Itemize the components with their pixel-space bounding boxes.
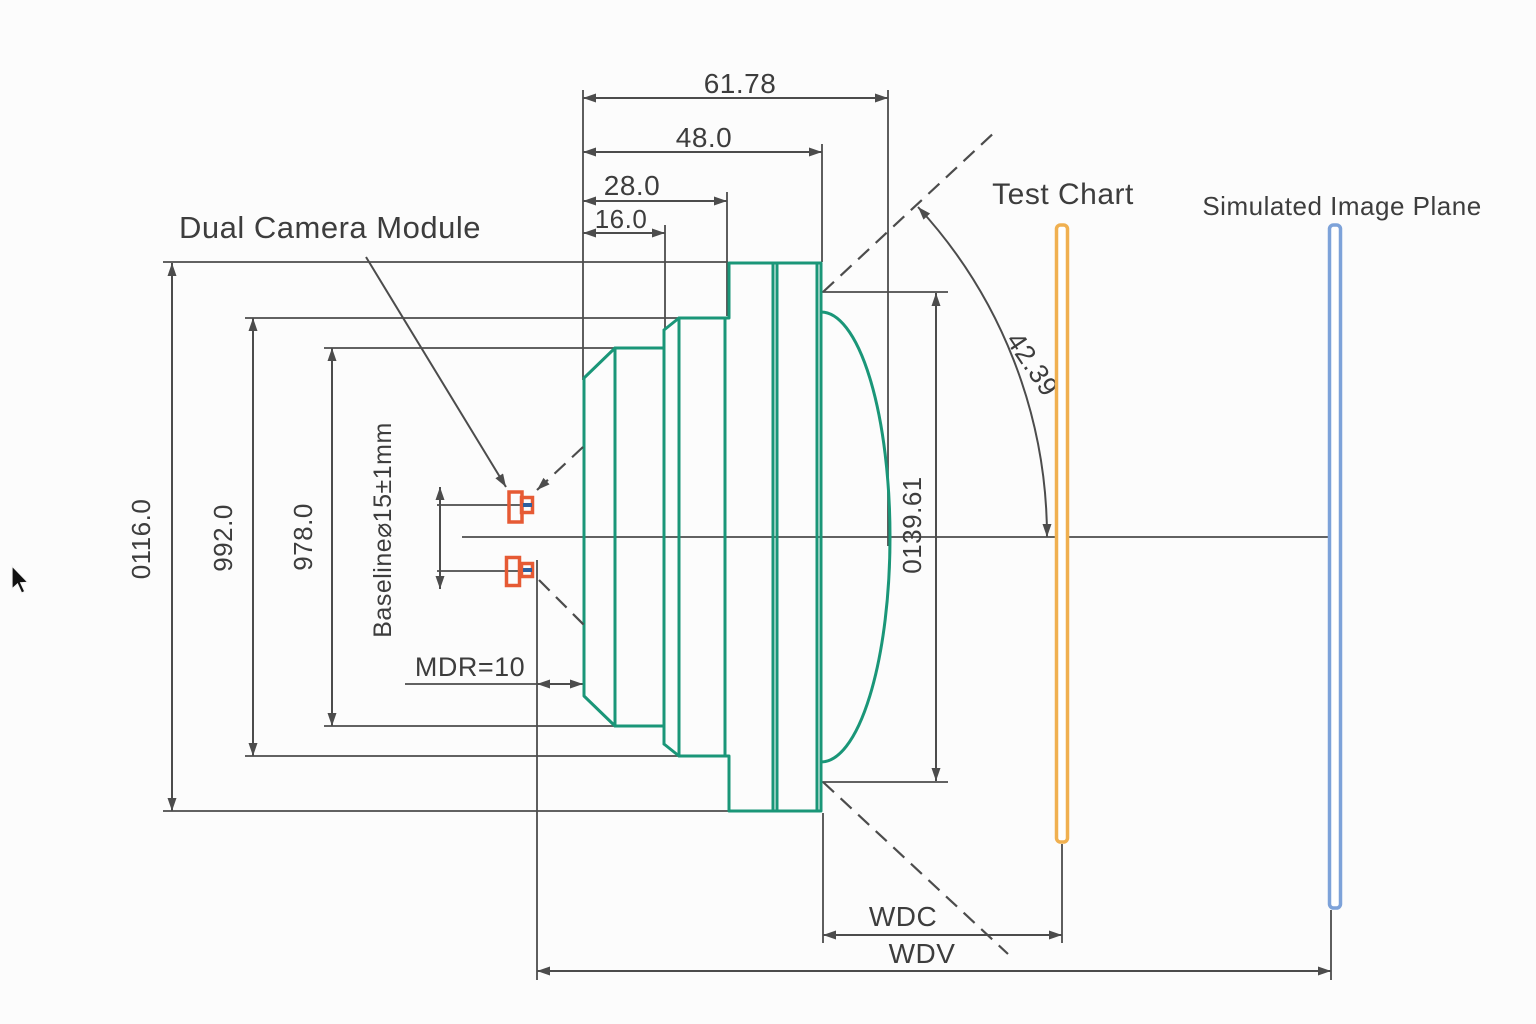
dim-label-48: 48.0	[676, 122, 733, 153]
dimension-length-28: 28.0	[583, 170, 728, 316]
dim-label-78: 978.0	[288, 503, 318, 571]
lens-assembly	[582, 261, 892, 813]
image-plane-bar	[1327, 223, 1343, 910]
dim-label-16: 16.0	[595, 204, 648, 234]
dim-label-dome-diameter: 0139.61	[897, 476, 927, 573]
dimension-diameter-mid: 992.0	[208, 317, 680, 757]
dual-camera-module	[504, 446, 589, 630]
camera-upper-sight-line	[536, 446, 584, 491]
test-chart-bar	[1054, 223, 1070, 844]
camera-lower-body	[504, 555, 522, 588]
dimension-length-48: 48.0	[583, 122, 823, 262]
fov-rays	[822, 129, 1009, 955]
label-test-chart: Test Chart	[992, 178, 1134, 211]
camera-lower-sight-line	[538, 579, 589, 630]
dim-label-baseline: Baseline⌀15±1mm	[369, 422, 397, 638]
dimension-wdv: WDV	[536, 560, 1332, 980]
test-chart	[1054, 223, 1070, 844]
dimension-length-total: 61.78	[582, 68, 889, 546]
dim-label-wdc: WDC	[869, 901, 937, 932]
dimension-mdr: MDR=10	[405, 652, 583, 689]
dimension-wdc: WDC	[822, 813, 1063, 943]
camera-lower-lens	[519, 561, 535, 579]
lens-dome	[819, 310, 892, 764]
camera-upper-lens	[519, 495, 535, 515]
dim-label-28: 28.0	[604, 170, 661, 201]
label-dual-camera-module: Dual Camera Module	[179, 210, 481, 245]
fov-ray-lower	[822, 781, 1009, 955]
dimension-diameter-outer: 0116.0	[126, 261, 728, 812]
label-simulated-image-plane: Simulated Image Plane	[1202, 191, 1481, 221]
camera-label-leader	[365, 256, 507, 488]
dimension-fov-angle: 42.39°	[917, 206, 1071, 538]
dim-label-116: 0116.0	[126, 499, 156, 580]
dim-label-wdv: WDV	[889, 938, 956, 969]
mouse-cursor	[11, 564, 30, 594]
dimension-baseline: Baseline⌀15±1mm	[369, 422, 534, 638]
dimension-length-16: 16.0	[583, 204, 666, 330]
dim-label-mdr: MDR=10	[415, 652, 525, 682]
dimension-diameter-rear: 978.0	[288, 347, 616, 727]
fov-ray-upper	[822, 129, 998, 293]
simulated-image-plane	[1327, 223, 1343, 910]
dim-label-92: 992.0	[208, 504, 238, 572]
dim-label-61-78: 61.78	[704, 68, 777, 99]
